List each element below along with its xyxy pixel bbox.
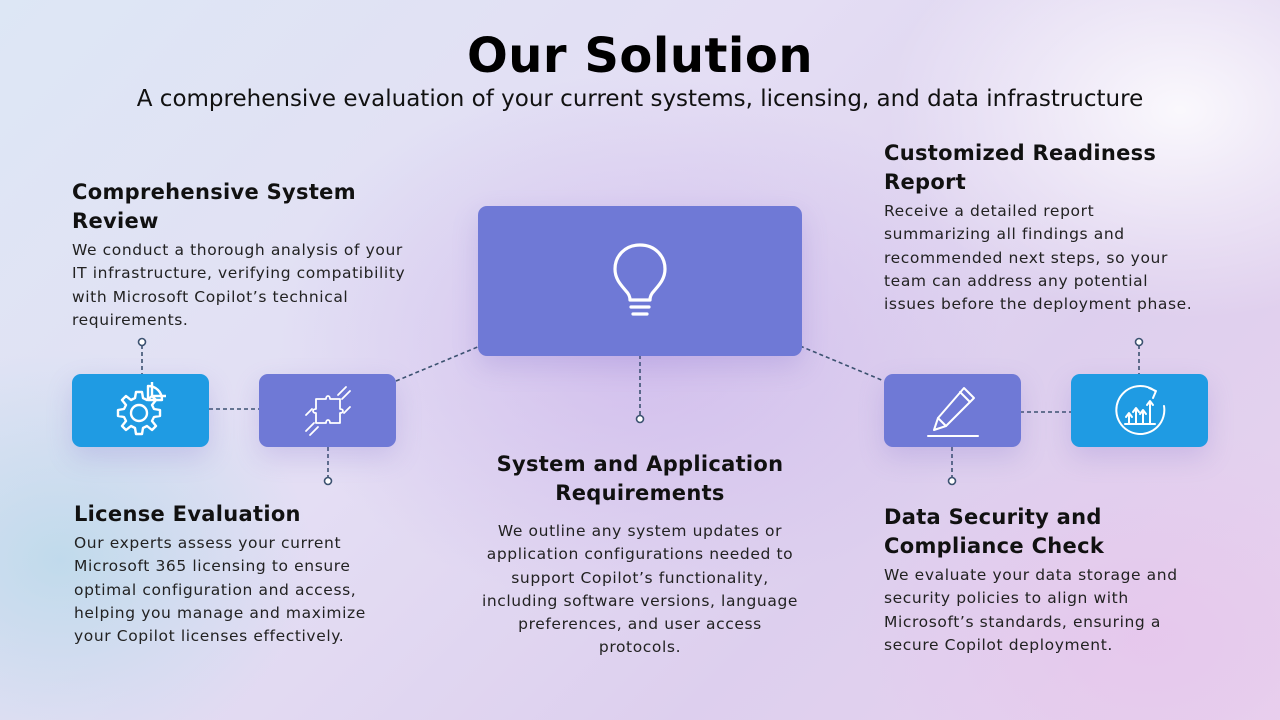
license-evaluation-box bbox=[259, 374, 396, 447]
pencil-icon bbox=[926, 386, 979, 437]
data-security-body: We evaluate your data storage and securi… bbox=[884, 566, 1178, 654]
puzzle-hands-icon bbox=[304, 385, 351, 436]
system-review-box bbox=[72, 374, 209, 447]
system-review-section: Comprehensive System Review We conduct a… bbox=[72, 178, 412, 332]
readiness-report-heading: Customized Readiness Report bbox=[884, 141, 1157, 194]
license-evaluation-body: Our experts assess your current Microsof… bbox=[74, 534, 366, 646]
system-requirements-heading: System and Application Requirements bbox=[496, 452, 784, 505]
page-title: Our Solution bbox=[466, 28, 814, 84]
readiness-report-section: Customized Readiness Report Receive a de… bbox=[884, 139, 1204, 316]
license-evaluation-section: License Evaluation Our experts assess yo… bbox=[74, 500, 404, 648]
page-subtitle: A comprehensive evaluation of your curre… bbox=[136, 86, 1144, 112]
license-evaluation-heading: License Evaluation bbox=[74, 502, 301, 526]
center-box bbox=[478, 206, 802, 356]
growth-arrows-icon bbox=[1114, 384, 1165, 435]
system-requirements-body: We outline any system updates or applica… bbox=[481, 522, 799, 657]
readiness-report-box bbox=[1071, 374, 1208, 447]
system-review-body: We conduct a thorough analysis of your I… bbox=[72, 241, 406, 329]
system-review-heading: Comprehensive System Review bbox=[72, 180, 356, 233]
lightbulb-icon bbox=[613, 243, 667, 316]
readiness-report-body: Receive a detailed report summarizing al… bbox=[884, 202, 1193, 314]
data-security-box bbox=[884, 374, 1021, 447]
data-security-section: Data Security and Compliance Check We ev… bbox=[884, 503, 1214, 657]
system-requirements-section: System and Application Requirements We o… bbox=[476, 450, 804, 660]
gear-chart-icon bbox=[116, 381, 166, 435]
data-security-heading: Data Security and Compliance Check bbox=[884, 505, 1105, 558]
